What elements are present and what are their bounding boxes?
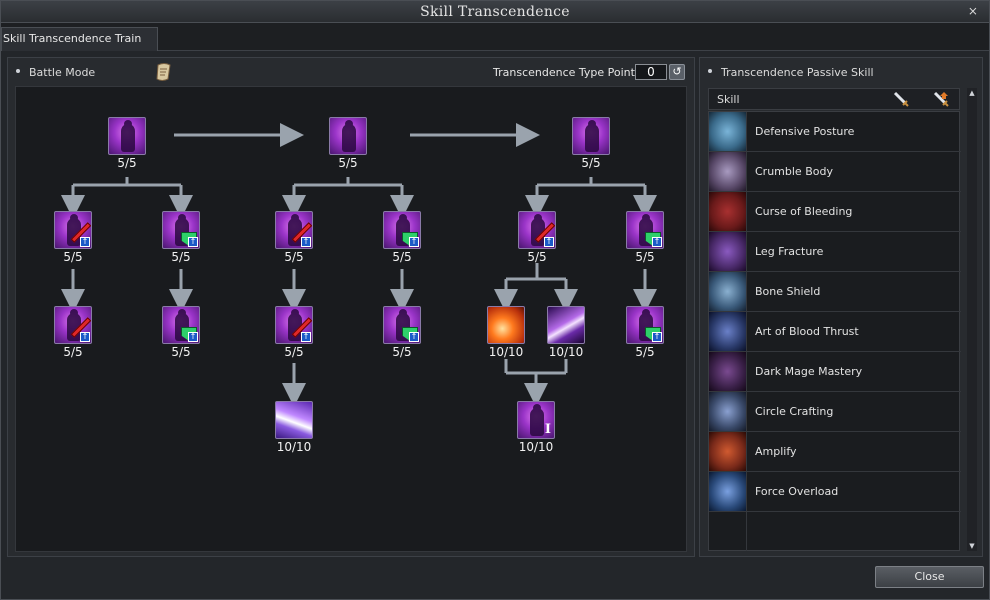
tree3-b1-skill-icon[interactable]: ↑ (626, 211, 664, 249)
close-icon[interactable]: × (967, 4, 979, 18)
tree3-a4-skill-icon[interactable]: I (517, 401, 555, 439)
window-title: Skill Transcendence (420, 4, 570, 20)
list-item-empty (709, 512, 961, 552)
scrollbar[interactable]: ▲ ▼ (967, 88, 977, 551)
tree2-a2-skill-icon[interactable]: ↑ (275, 306, 313, 344)
tree2-b1-level: 5/5 (392, 250, 412, 264)
skill-thumbnail-icon (709, 352, 747, 391)
tree2-root-skill-icon[interactable] (329, 117, 367, 155)
tree2-a1-skill-icon[interactable]: ↑ (275, 211, 313, 249)
tree2-a3-level: 10/10 (276, 440, 312, 454)
type-point-label: Transcendence Type Point (493, 66, 635, 79)
sword-icon[interactable] (891, 90, 911, 110)
tree3-a3-level: 10/10 (548, 345, 584, 359)
tree3-a3-skill-icon[interactable] (547, 306, 585, 344)
tab-bar: Skill Transcendence Train (1, 23, 989, 51)
skill-thumbnail-icon (709, 152, 747, 191)
tree3-b2-skill-icon[interactable]: ↑ (626, 306, 664, 344)
list-item[interactable]: Bone Shield (709, 272, 961, 312)
tree3-b2-level: 5/5 (635, 345, 655, 359)
tree1-b2-level: 5/5 (171, 345, 191, 359)
scroll-icon[interactable] (154, 61, 174, 83)
skill-thumbnail-icon (709, 472, 747, 511)
skill-thumbnail-icon (709, 232, 747, 271)
close-button[interactable]: Close (875, 566, 984, 588)
tree1-b2-skill-icon[interactable]: ↑ (162, 306, 200, 344)
tree2-b1-skill-icon[interactable]: ↑ (383, 211, 421, 249)
tree1-root-level: 5/5 (117, 156, 137, 170)
list-item[interactable]: Art of Blood Thrust (709, 312, 961, 352)
list-item[interactable]: Dark Mage Mastery (709, 352, 961, 392)
tree2-root-level: 5/5 (338, 156, 358, 170)
list-item[interactable]: Amplify (709, 432, 961, 472)
tree2-a3-skill-icon[interactable] (275, 401, 313, 439)
tree2-b2-level: 5/5 (392, 345, 412, 359)
scroll-down-icon[interactable]: ▼ (969, 542, 975, 550)
sword-upgrade-icon[interactable] (931, 90, 951, 110)
tree1-a1-skill-icon[interactable]: ↑ (54, 211, 92, 249)
tree3-a2-level: 10/10 (488, 345, 524, 359)
battle-mode-header: Battle Mode (16, 66, 95, 79)
tree3-root-level: 5/5 (581, 156, 601, 170)
bullet-icon (708, 69, 712, 73)
tree-connectors (61, 123, 657, 407)
scroll-up-icon[interactable]: ▲ (969, 89, 975, 97)
tree2-a1-level: 5/5 (284, 250, 304, 264)
list-item[interactable]: Curse of Bleeding (709, 192, 961, 232)
tree1-a2-level: 5/5 (63, 345, 83, 359)
list-item[interactable]: Circle Crafting (709, 392, 961, 432)
skill-column-header: Skill (708, 88, 960, 110)
tab-skill-transcendence-train[interactable]: Skill Transcendence Train (1, 27, 158, 51)
tree1-b1-level: 5/5 (171, 250, 191, 264)
skill-thumbnail-icon (709, 272, 747, 311)
skill-thumbnail-icon (709, 392, 747, 431)
tree1-a1-level: 5/5 (63, 250, 83, 264)
tree3-a2-skill-icon[interactable] (487, 306, 525, 344)
skill-column-label: Skill (717, 93, 740, 106)
tree1-root-skill-icon[interactable] (108, 117, 146, 155)
tree1-a2-skill-icon[interactable]: ↑ (54, 306, 92, 344)
list-item[interactable]: Force Overload (709, 472, 961, 512)
skill-tree-area: 5/5 ↑ 5/5 ↑ 5/5 ↑ 5/5 ↑ 5/5 5/5 ↑ 5/5 ↑ … (15, 86, 687, 552)
tree3-a1-skill-icon[interactable]: ↑ (518, 211, 556, 249)
skill-thumbnail-icon (709, 312, 747, 351)
type-point-value: 0 (635, 64, 667, 80)
tree1-b1-skill-icon[interactable]: ↑ (162, 211, 200, 249)
list-item[interactable]: Defensive Posture (709, 112, 961, 152)
tree3-b1-level: 5/5 (635, 250, 655, 264)
passive-skill-panel: Transcendence Passive Skill Skill Defens… (699, 57, 983, 557)
refresh-icon[interactable]: ↺ (669, 64, 685, 80)
skill-thumbnail-icon (709, 112, 747, 151)
tree3-root-skill-icon[interactable] (572, 117, 610, 155)
tier-badge: I (544, 422, 551, 437)
tree3-a1-level: 5/5 (527, 250, 547, 264)
skill-thumbnail-icon (709, 192, 747, 231)
skill-thumbnail-icon (709, 432, 747, 471)
list-item[interactable]: Crumble Body (709, 152, 961, 192)
bullet-icon (16, 69, 20, 73)
passive-skill-header: Transcendence Passive Skill (708, 66, 874, 79)
passive-skill-list: Defensive Posture Crumble Body Curse of … (708, 111, 961, 552)
tree2-b2-skill-icon[interactable]: ↑ (383, 306, 421, 344)
list-item[interactable]: Leg Fracture (709, 232, 961, 272)
battle-mode-panel: Battle Mode Transcendence Type Point 0 ↺ (7, 57, 695, 557)
tree2-a2-level: 5/5 (284, 345, 304, 359)
tree3-a4-level: 10/10 (518, 440, 554, 454)
window-title-bar: Skill Transcendence × (1, 1, 989, 23)
